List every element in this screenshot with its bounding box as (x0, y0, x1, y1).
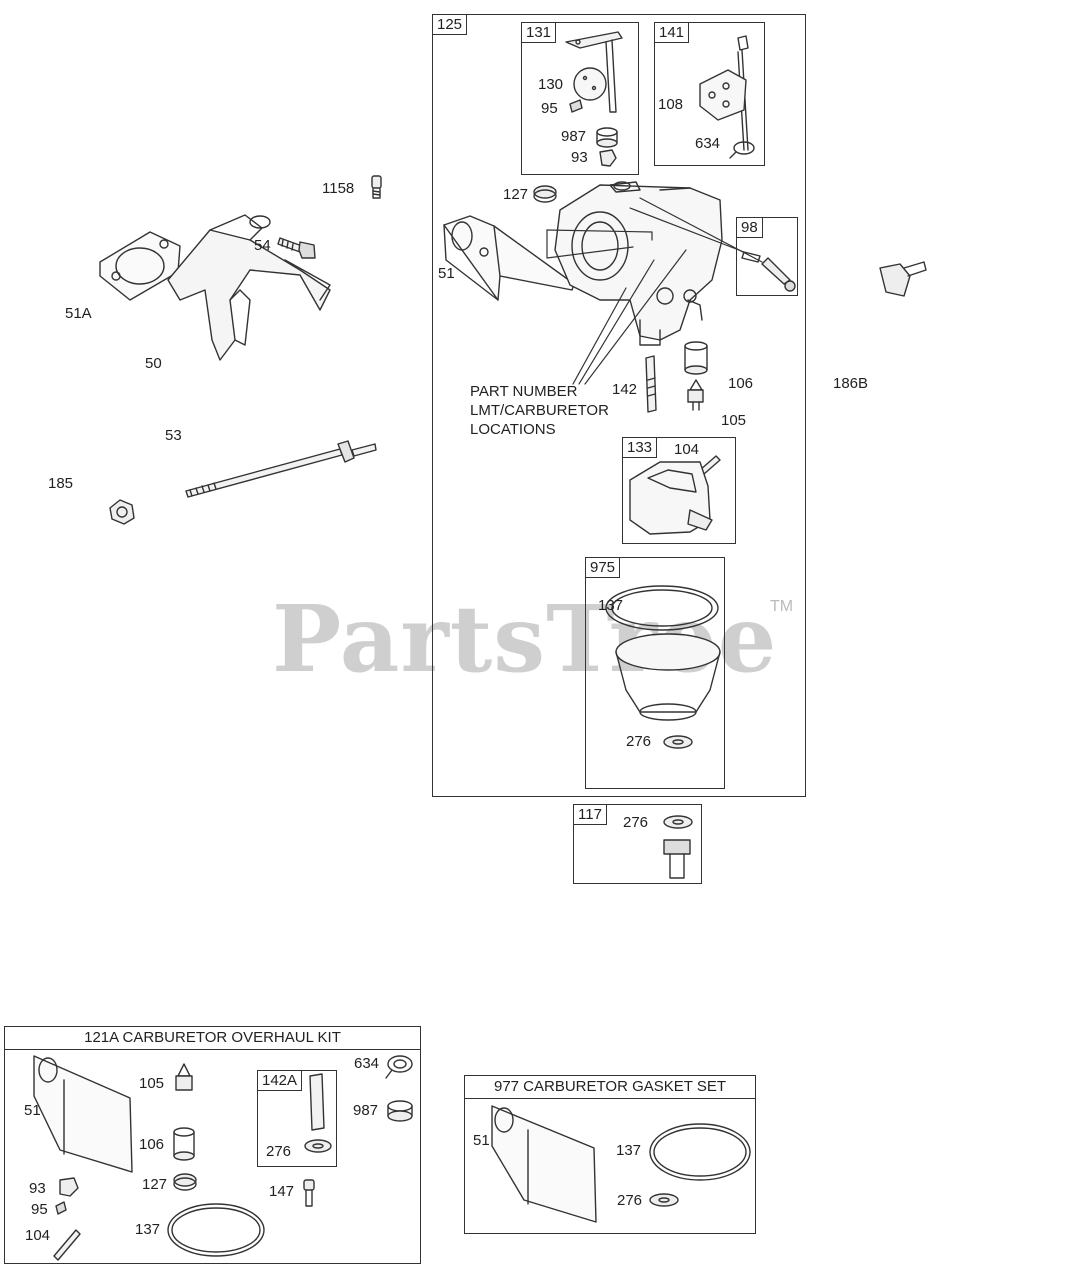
part-105-needle (687, 379, 704, 411)
part-117-fitting (663, 815, 693, 879)
part-131-throttle (565, 31, 623, 167)
label-137[interactable]: 137 (598, 597, 624, 614)
gasket-label-51[interactable]: 51 (473, 1132, 490, 1149)
part-133-float (629, 461, 713, 535)
kit-987-seal (387, 1100, 413, 1122)
part-51-gasket (443, 215, 575, 301)
label-51[interactable]: 51 (438, 265, 455, 282)
label-104[interactable]: 104 (674, 441, 700, 458)
box-141: 141 (654, 22, 765, 166)
part-186b-elbow (879, 261, 927, 297)
callout-lines (546, 197, 763, 385)
kit-51-gasket (33, 1055, 133, 1173)
kit-106-sleeve (173, 1127, 195, 1161)
kit-147-screw (303, 1179, 315, 1207)
box-975: 975 (585, 557, 725, 789)
box-117: 117 (573, 804, 702, 884)
kit-label-147[interactable]: 147 (269, 1183, 295, 1200)
gasket-276 (649, 1193, 679, 1207)
part-51a-gasket (99, 231, 181, 301)
label-185[interactable]: 185 (48, 475, 74, 492)
kit-label-93[interactable]: 93 (29, 1180, 46, 1197)
part-53-stud (185, 440, 377, 498)
label-186b[interactable]: 186B (833, 375, 869, 392)
label-276-b[interactable]: 276 (623, 814, 649, 831)
overhaul-kit-box: 121A CARBURETOR OVERHAUL KIT (4, 1026, 421, 1264)
kit-label-127[interactable]: 127 (142, 1176, 168, 1193)
gasket-51 (491, 1105, 597, 1223)
part-number-note: PART NUMBER LMT/CARBURETOR LOCATIONS (470, 383, 609, 438)
label-106[interactable]: 106 (728, 375, 754, 392)
part-137-oring (605, 585, 719, 631)
label-54[interactable]: 54 (254, 237, 271, 254)
gasket-label-137[interactable]: 137 (616, 1142, 642, 1159)
part-185-nut (109, 499, 135, 525)
box-131: 131 (521, 22, 639, 175)
label-276[interactable]: 276 (626, 733, 652, 750)
box-tag-131[interactable]: 131 (522, 23, 557, 43)
label-108[interactable]: 108 (658, 96, 684, 113)
box-tag-98[interactable]: 98 (737, 218, 763, 238)
kit-105-needle (175, 1063, 193, 1091)
label-51a[interactable]: 51A (65, 305, 92, 322)
label-987[interactable]: 987 (561, 128, 587, 145)
kit-label-987[interactable]: 987 (353, 1102, 379, 1119)
part-127-grommet (533, 185, 557, 203)
part-50-intake (167, 214, 331, 361)
box-tag-142a[interactable]: 142A (258, 1071, 303, 1091)
gasket-label-276[interactable]: 276 (617, 1192, 643, 1209)
kit-142a-jet (304, 1073, 332, 1153)
part-142-jet (645, 355, 657, 413)
box-133: 133 (622, 437, 736, 544)
kit-137-oring (167, 1203, 265, 1257)
box-tag-133[interactable]: 133 (623, 438, 658, 458)
gasket-set-title: 977 CARBURETOR GASKET SET (465, 1076, 755, 1099)
part-975-bowl (615, 633, 721, 721)
label-93[interactable]: 93 (571, 149, 588, 166)
gasket-137 (649, 1123, 751, 1181)
overhaul-kit-title: 121A CARBURETOR OVERHAUL KIT (5, 1027, 420, 1050)
label-127[interactable]: 127 (503, 186, 529, 203)
box-tag-975[interactable]: 975 (586, 558, 621, 578)
label-95[interactable]: 95 (541, 100, 558, 117)
gasket-set-box: 977 CARBURETOR GASKET SET (464, 1075, 756, 1234)
kit-label-634[interactable]: 634 (354, 1055, 380, 1072)
box-142a: 142A (257, 1070, 337, 1167)
box-tag-141[interactable]: 141 (655, 23, 690, 43)
kit-label-51[interactable]: 51 (24, 1102, 41, 1119)
label-105[interactable]: 105 (721, 412, 747, 429)
box-tag-125[interactable]: 125 (433, 15, 468, 35)
part-98-screw (741, 251, 796, 292)
label-50[interactable]: 50 (145, 355, 162, 372)
label-53[interactable]: 53 (165, 427, 182, 444)
kit-label-105[interactable]: 105 (139, 1075, 165, 1092)
kit-95-screw (55, 1201, 67, 1215)
part-106-sleeve (684, 341, 708, 375)
kit-label-106[interactable]: 106 (139, 1136, 165, 1153)
box-tag-117[interactable]: 117 (574, 805, 607, 825)
box-98: 98 (736, 217, 798, 296)
kit-label-276[interactable]: 276 (266, 1143, 292, 1160)
label-142[interactable]: 142 (612, 381, 638, 398)
label-634[interactable]: 634 (695, 135, 721, 152)
kit-label-137[interactable]: 137 (135, 1221, 161, 1238)
kit-label-95[interactable]: 95 (31, 1201, 48, 1218)
kit-93-screw (59, 1177, 79, 1197)
part-125-carburetor-body (554, 181, 723, 346)
kit-634-spring (385, 1055, 413, 1079)
label-130[interactable]: 130 (538, 76, 564, 93)
trademark-mark: TM (770, 598, 794, 615)
kit-104-pin (53, 1229, 81, 1261)
part-54-bolt (277, 237, 316, 259)
kit-127-grommet (173, 1173, 197, 1191)
part-276-washer (663, 735, 693, 749)
part-1158-screw (371, 175, 382, 199)
label-1158[interactable]: 1158 (322, 180, 355, 197)
carburetor-assembly-box: 125 (432, 14, 806, 797)
part-141-choke (699, 35, 755, 159)
kit-label-104[interactable]: 104 (25, 1227, 51, 1244)
